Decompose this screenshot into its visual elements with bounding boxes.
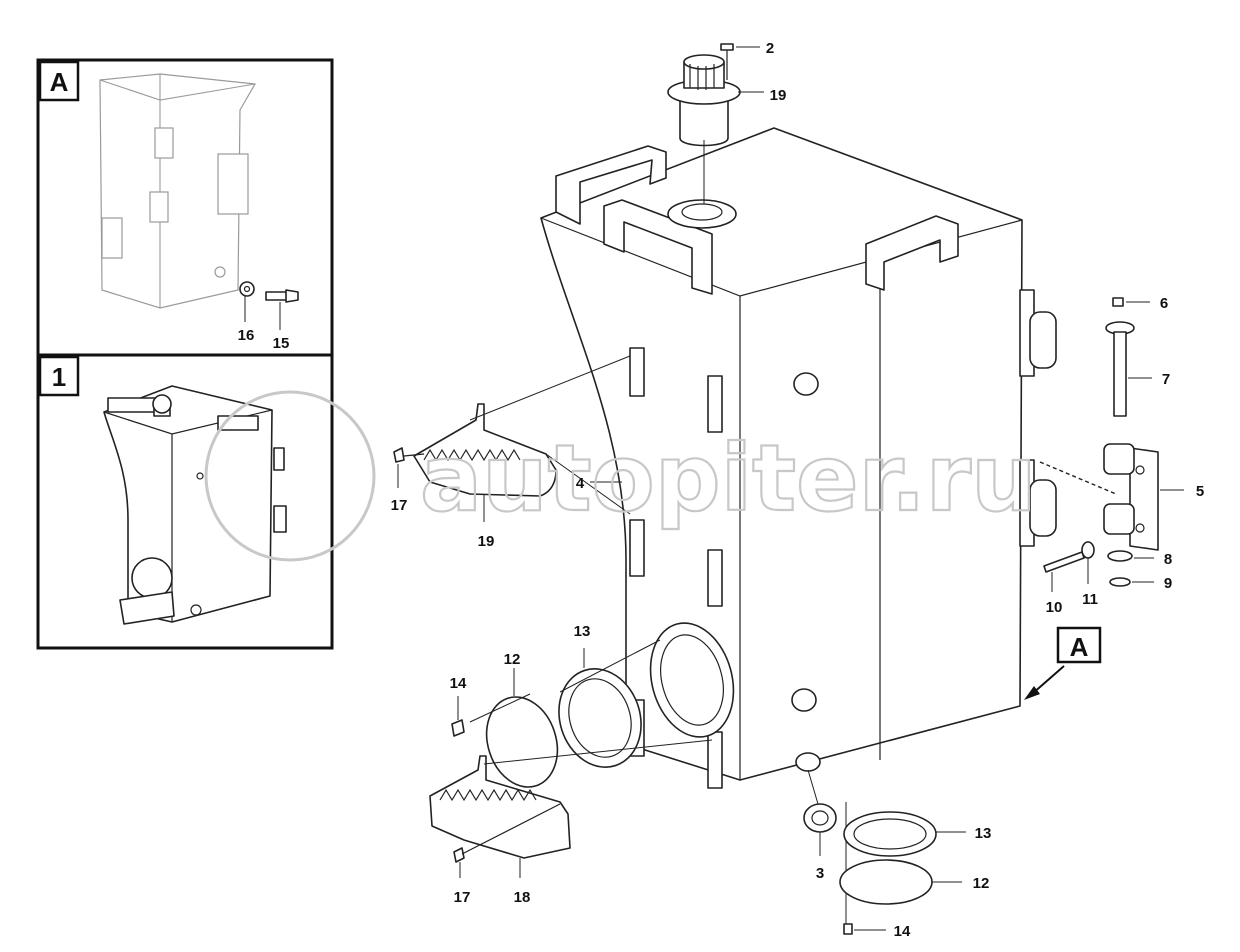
handle-center <box>603 199 713 295</box>
callout-12-bottom: 12 <box>973 875 990 892</box>
inset-detail-a-tag: A <box>50 67 69 97</box>
step-lower: 17 18 <box>429 739 713 906</box>
callout-19-step: 19 <box>478 533 495 550</box>
callout-6: 6 <box>1160 295 1168 312</box>
callout-5: 5 <box>1196 483 1204 500</box>
plug-3 <box>803 803 837 833</box>
pad-1 <box>629 347 645 397</box>
port-flange <box>649 622 735 738</box>
inset-detail-a: A 16 15 <box>36 58 334 357</box>
callout-12-left: 12 <box>504 651 521 668</box>
callout-10: 10 <box>1046 599 1063 616</box>
hinge-assembly: 6 7 5 8 9 10 11 <box>1039 295 1204 616</box>
callout-16: 16 <box>238 327 255 344</box>
callout-3: 3 <box>816 865 824 882</box>
callout-4: 4 <box>576 475 585 492</box>
callout-9: 9 <box>1164 575 1172 592</box>
step-19 <box>413 403 557 497</box>
callout-7: 7 <box>1162 371 1170 388</box>
callout-13-bottom: 13 <box>975 825 992 842</box>
svg-text:A: A <box>1070 632 1089 662</box>
callout-8: 8 <box>1164 551 1172 568</box>
callout-14-left: 14 <box>450 675 467 692</box>
cover-12-left <box>485 696 559 788</box>
view-marker-a: A <box>1024 626 1102 700</box>
bolt-10 <box>1043 551 1085 573</box>
bolt-17-upper <box>393 447 405 463</box>
washer-8 <box>1107 550 1133 562</box>
callout-19-top: 19 <box>770 87 787 104</box>
step-upper: 17 19 4 <box>391 355 631 550</box>
callout-15: 15 <box>273 335 290 352</box>
callout-17-upper: 17 <box>391 497 408 514</box>
handle-right <box>865 215 959 291</box>
bolt-2 <box>720 43 734 51</box>
filler-cap-19 <box>679 100 729 147</box>
tank-main <box>540 127 1057 789</box>
cap-overview <box>152 394 172 414</box>
nut-6 <box>1112 297 1124 307</box>
hinge-pin-7 <box>1113 331 1127 417</box>
callout-18: 18 <box>514 889 531 906</box>
washer-9 <box>1109 577 1131 587</box>
cover-left: 13 12 14 <box>450 623 661 788</box>
washer-16 <box>239 281 255 297</box>
watermark-logo-circle <box>204 390 376 562</box>
bolt-17-lower <box>453 847 465 863</box>
callout-14-bottom: 14 <box>894 923 911 940</box>
washer-11 <box>1081 541 1095 559</box>
bolt-14-bottom <box>843 923 853 935</box>
watermark: autopiter.ru <box>204 390 1038 562</box>
callout-2: 2 <box>766 40 774 57</box>
callout-17-lower: 17 <box>454 889 471 906</box>
bolt-15 <box>265 291 289 301</box>
filler-neck <box>667 199 737 229</box>
filler-cap-assembly: 2 19 <box>667 40 787 204</box>
inset-overview-tag: 1 <box>52 362 66 392</box>
bolt-14-left <box>451 719 465 737</box>
inset-overview: 1 <box>36 353 334 650</box>
port-bottom <box>795 752 821 772</box>
step-18 <box>429 755 571 859</box>
callout-11: 11 <box>1082 591 1098 608</box>
callout-13-left: 13 <box>574 623 591 640</box>
handle-left <box>555 145 667 225</box>
cover-12-bottom <box>839 859 933 905</box>
watermark-text: autopiter.ru <box>420 425 1037 532</box>
bottom-parts: 3 13 12 14 <box>795 752 992 940</box>
